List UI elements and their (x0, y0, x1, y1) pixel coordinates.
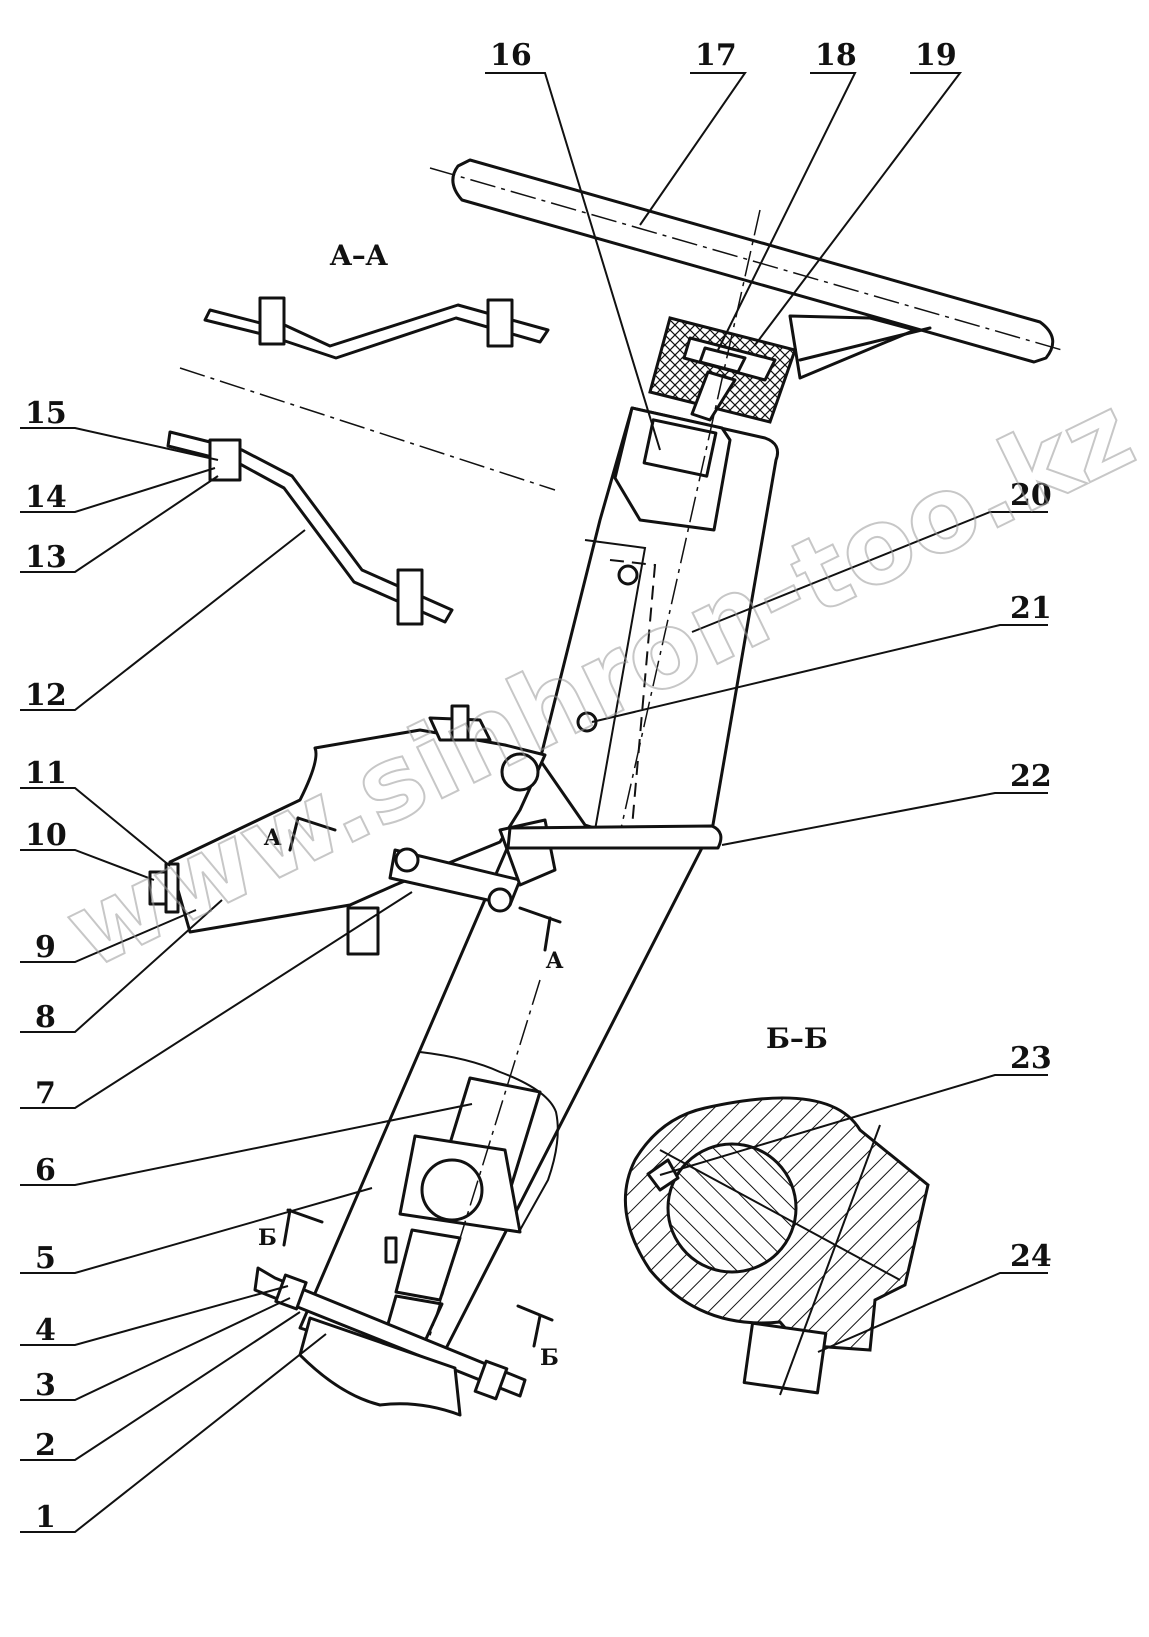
callout-23: 23 (1010, 1041, 1052, 1076)
cut-label-b-right: Б (540, 1345, 559, 1371)
section-a-a (179, 296, 556, 491)
callout-2: 2 (35, 1428, 56, 1463)
callout-8: 8 (35, 1000, 56, 1035)
callout-14: 14 (25, 480, 67, 515)
cut-label-b-left: Б (258, 1225, 277, 1251)
callout-10: 10 (25, 818, 67, 853)
callout-1: 1 (35, 1500, 56, 1535)
leader-lines (20, 72, 1048, 1533)
callout-3: 3 (35, 1368, 56, 1403)
callout-9: 9 (35, 930, 56, 965)
cut-label-a-left: A (263, 825, 282, 851)
callout-12: 12 (25, 678, 67, 713)
callout-21: 21 (1010, 591, 1052, 626)
cut-arrows (282, 816, 562, 1348)
upper-column (538, 209, 780, 1101)
callout-20: 20 (1010, 478, 1052, 513)
callout-16: 16 (490, 38, 532, 73)
callout-19: 19 (915, 38, 957, 73)
callout-numbers: 1 2 3 4 5 6 7 8 9 10 11 12 13 14 15 16 1… (25, 38, 1052, 1535)
steering-wheel (429, 158, 1063, 380)
callout-15: 15 (25, 396, 67, 431)
section-titles: A–A Б–Б (329, 239, 828, 1055)
callout-7: 7 (35, 1076, 56, 1111)
wheel-hub (648, 316, 797, 424)
section-b-b (623, 1096, 930, 1396)
callout-22: 22 (1010, 759, 1052, 794)
support-bracket (148, 704, 547, 934)
callout-6: 6 (35, 1153, 56, 1188)
section-title-bb: Б–Б (766, 1022, 828, 1055)
callout-4: 4 (35, 1313, 56, 1348)
section-title-aa: A–A (329, 239, 389, 272)
slider-plate (506, 824, 723, 850)
cut-label-a-right: A (545, 948, 564, 974)
callout-18: 18 (815, 38, 857, 73)
callout-11: 11 (25, 756, 67, 791)
cut-labels: A A Б Б (258, 825, 564, 1371)
callout-24: 24 (1010, 1239, 1052, 1274)
callout-5: 5 (35, 1241, 56, 1276)
section-a-a-lower (166, 430, 454, 626)
callout-17: 17 (695, 38, 737, 73)
callout-13: 13 (25, 540, 67, 575)
floor-flange (253, 1266, 527, 1417)
